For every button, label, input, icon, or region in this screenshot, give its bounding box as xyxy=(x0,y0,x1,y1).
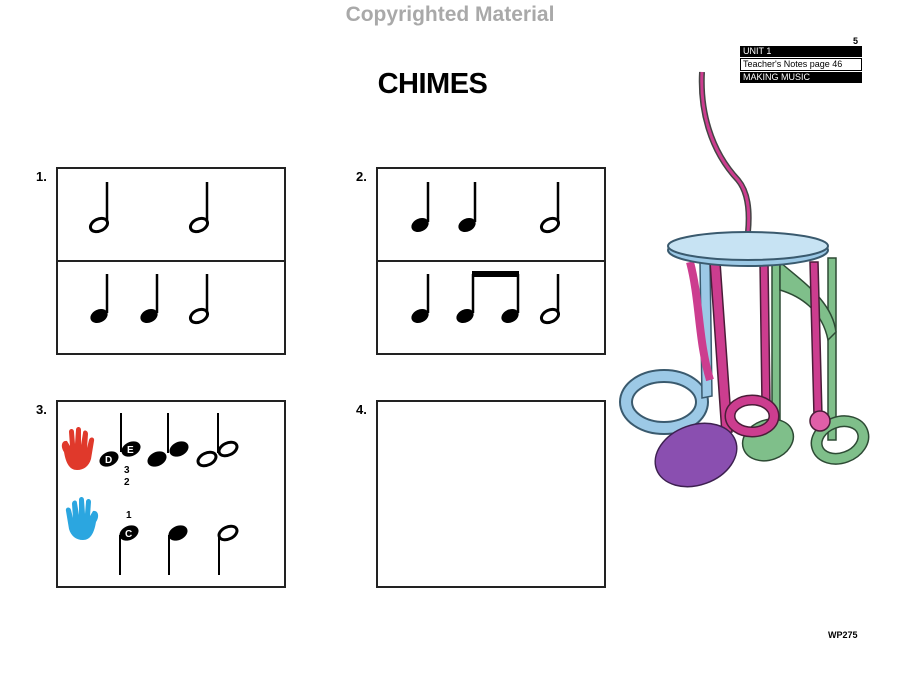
half-note xyxy=(188,182,210,234)
eighth-note-pair xyxy=(456,271,520,324)
quarter-note xyxy=(411,182,430,233)
teacher-notes-label: Teacher's Notes page 46 xyxy=(740,58,862,71)
page-number: 5 xyxy=(853,36,859,46)
quarter-note xyxy=(90,274,109,324)
exercise-2-divider xyxy=(378,260,604,262)
fingering-2: 2 xyxy=(124,477,130,488)
exercise-2-number: 2. xyxy=(356,169,367,184)
exercise-4-box[interactable] xyxy=(376,400,606,588)
right-hand-icon xyxy=(61,427,95,470)
watermark: Copyrighted Material xyxy=(345,3,555,26)
fingering-1: 1 xyxy=(126,510,132,521)
note-e xyxy=(120,413,141,457)
half-note xyxy=(539,182,561,234)
left-hand-icon xyxy=(65,497,99,540)
unit-label: UNIT 1 xyxy=(740,46,862,57)
half-note xyxy=(188,274,210,325)
quarter-note xyxy=(458,182,477,233)
unit-box: UNIT 1 Teacher's Notes page 46 MAKING MU… xyxy=(740,46,862,84)
page-title: CHIMES xyxy=(377,68,488,100)
note-d xyxy=(99,451,119,467)
quarter-note xyxy=(411,274,430,324)
quarter-note xyxy=(168,525,188,575)
exercise-1-box xyxy=(56,167,286,355)
note-label-e: E xyxy=(127,445,134,456)
quarter-note xyxy=(140,274,159,324)
note-c xyxy=(119,525,139,575)
document-code: WP275 xyxy=(828,630,858,640)
half-note xyxy=(88,182,110,234)
note-label-c: C xyxy=(125,529,132,540)
exercise-2-box xyxy=(376,167,606,355)
fingering-3: 3 xyxy=(124,465,130,476)
half-note xyxy=(539,274,561,325)
half-note-pair xyxy=(196,413,239,468)
exercise-4-number: 4. xyxy=(356,402,367,417)
exercise-3-box xyxy=(56,400,286,588)
quarter-note-pair xyxy=(147,413,189,467)
exercise-3-number: 3. xyxy=(36,402,47,417)
half-note xyxy=(217,524,239,575)
exercise-1-number: 1. xyxy=(36,169,47,184)
note-label-d: D xyxy=(105,455,112,466)
section-label: MAKING MUSIC xyxy=(740,72,862,83)
exercise-1-divider xyxy=(58,260,284,262)
